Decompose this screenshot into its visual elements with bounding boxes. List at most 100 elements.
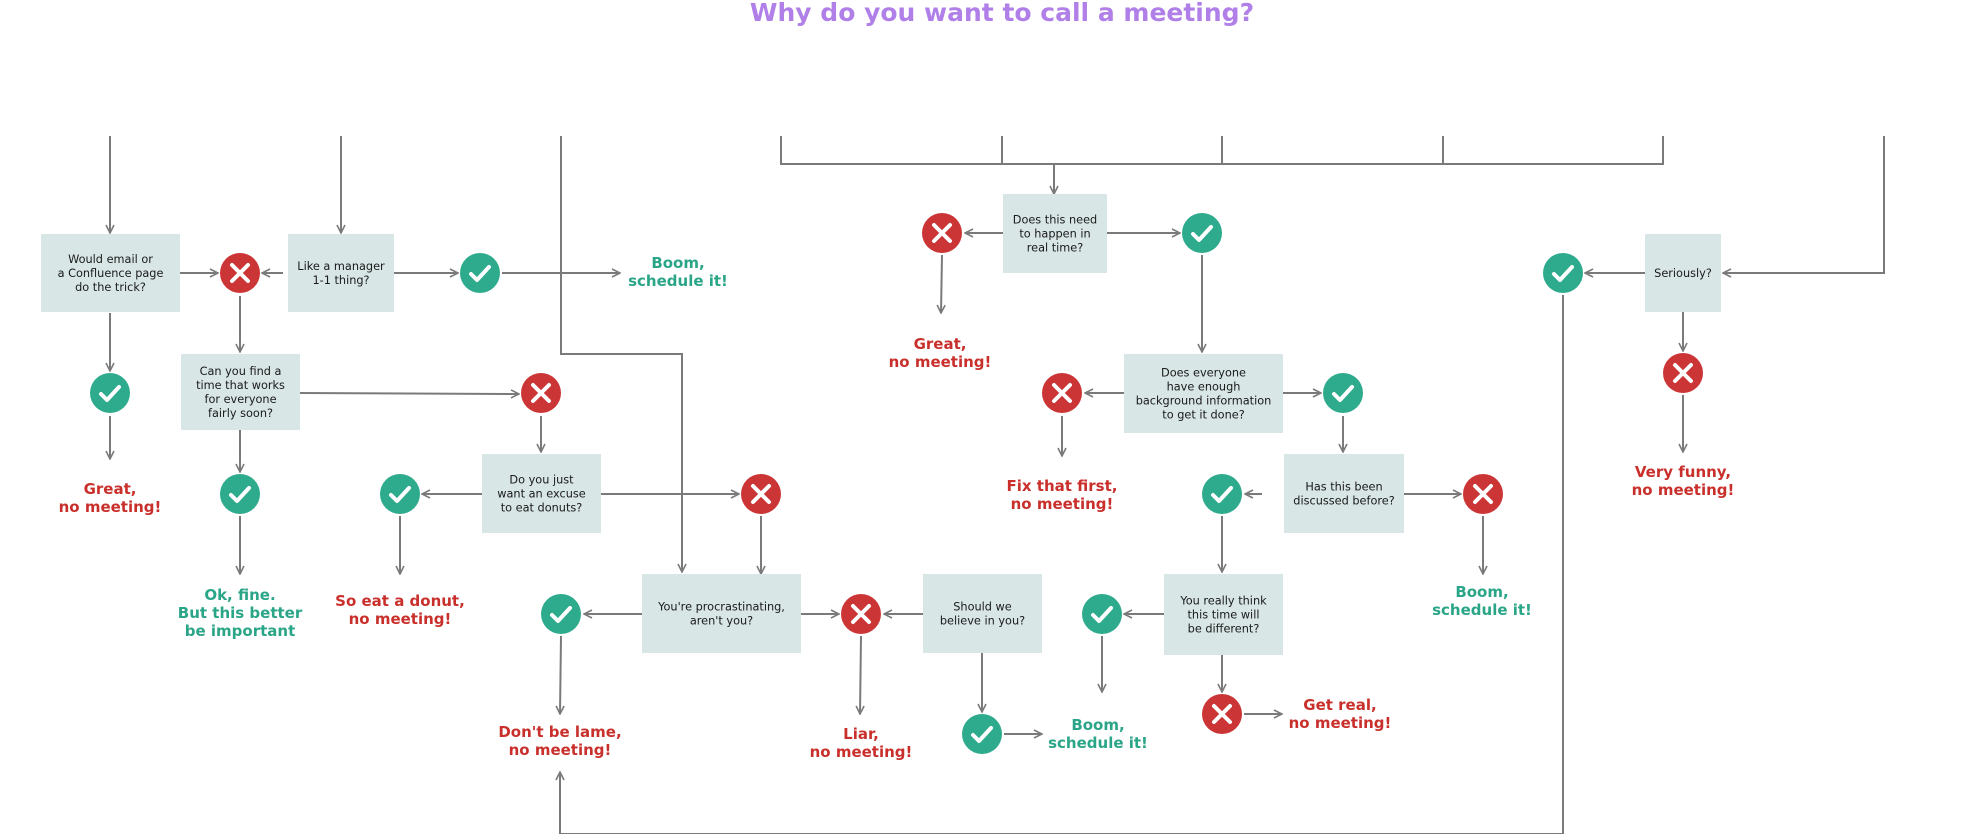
outcome-line: Boom, bbox=[1071, 716, 1124, 734]
cross-icon bbox=[1663, 353, 1703, 393]
outcome-line: no meeting! bbox=[889, 353, 992, 371]
connector-arrow bbox=[560, 635, 561, 714]
outcome-line: Boom, bbox=[651, 254, 704, 272]
outcome-line: be important bbox=[185, 622, 296, 640]
question-line: to happen in bbox=[1019, 228, 1090, 241]
chart-title: Why do you want to call a meeting? bbox=[750, 0, 1254, 27]
outcome-line: But this better bbox=[178, 604, 303, 622]
outcome-line: Liar, bbox=[843, 725, 879, 743]
outcome-line: So eat a donut, bbox=[335, 592, 465, 610]
cross-icon bbox=[521, 373, 561, 413]
cross-icon bbox=[1042, 373, 1082, 413]
question-line: do the trick? bbox=[75, 281, 146, 294]
question-line: Does everyone bbox=[1161, 367, 1246, 380]
outcome-line: no meeting! bbox=[1632, 481, 1735, 499]
outcome-line: no meeting! bbox=[1011, 495, 1114, 513]
check-icon bbox=[1202, 474, 1242, 514]
cross-icon bbox=[841, 594, 881, 634]
question-line: to get it done? bbox=[1162, 409, 1244, 422]
question-line: 1-1 thing? bbox=[312, 274, 369, 287]
question-line: a Confluence page bbox=[58, 267, 164, 280]
cross-icon bbox=[220, 253, 260, 293]
question-seriously: Seriously? bbox=[1645, 234, 1721, 312]
outcome-boom-3: Boom,schedule it! bbox=[1432, 583, 1532, 619]
outcome-line: Ok, fine. bbox=[204, 586, 275, 604]
question-line: have enough bbox=[1167, 381, 1241, 394]
outcome-line: Don't be lame, bbox=[498, 723, 621, 741]
check-icon bbox=[962, 714, 1002, 754]
question-line: background information bbox=[1136, 395, 1272, 408]
outcome-line: Get real, bbox=[1303, 696, 1376, 714]
outcome-lame: Don't be lame,no meeting! bbox=[498, 723, 621, 759]
connector-arrow bbox=[941, 254, 942, 313]
question-line: to eat donuts? bbox=[501, 502, 583, 515]
question-line: this time will bbox=[1188, 609, 1260, 622]
check-icon bbox=[460, 253, 500, 293]
question-line: Would email or bbox=[68, 253, 153, 266]
outcome-line: no meeting! bbox=[810, 743, 913, 761]
outcome-line: no meeting! bbox=[509, 741, 612, 759]
outcome-line: no meeting! bbox=[59, 498, 162, 516]
question-line: fairly soon? bbox=[208, 407, 273, 420]
check-icon bbox=[380, 474, 420, 514]
question-line: You really think bbox=[1179, 595, 1267, 608]
question-line: discussed before? bbox=[1293, 495, 1394, 508]
check-icon bbox=[220, 474, 260, 514]
outcome-great-2: Great,no meeting! bbox=[889, 335, 992, 371]
check-icon bbox=[1082, 594, 1122, 634]
cross-icon bbox=[1202, 694, 1242, 734]
outcome-funny: Very funny,no meeting! bbox=[1632, 463, 1735, 499]
question-line: Should we bbox=[953, 601, 1012, 614]
question-procrastinating: You're procrastinating,aren't you? bbox=[642, 574, 801, 653]
question-line: real time? bbox=[1027, 242, 1084, 255]
check-icon bbox=[1323, 373, 1363, 413]
outcome-line: Very funny, bbox=[1635, 463, 1731, 481]
question-line: for everyone bbox=[204, 393, 276, 406]
question-line: want an excuse bbox=[497, 488, 586, 501]
outcome-donut: So eat a donut,no meeting! bbox=[335, 592, 465, 628]
question-line: Like a manager bbox=[297, 260, 385, 273]
outcome-boom-2: Boom,schedule it! bbox=[1048, 716, 1148, 752]
check-icon bbox=[90, 373, 130, 413]
question-line: be different? bbox=[1188, 623, 1260, 636]
question-line: Do you just bbox=[509, 474, 574, 487]
question-line: You're procrastinating, bbox=[657, 601, 785, 614]
cross-icon bbox=[1463, 474, 1503, 514]
connector-arrow bbox=[299, 393, 519, 394]
question-line: aren't you? bbox=[690, 615, 753, 628]
outcome-line: schedule it! bbox=[628, 272, 728, 290]
cross-icon bbox=[922, 213, 962, 253]
outcome-get-real: Get real,no meeting! bbox=[1289, 696, 1392, 732]
question-line: Does this need bbox=[1013, 214, 1097, 227]
outcome-boom-1: Boom,schedule it! bbox=[628, 254, 728, 290]
connector-arrow bbox=[860, 635, 861, 714]
question-line: Seriously? bbox=[1654, 267, 1712, 280]
question-line: time that works bbox=[196, 379, 285, 392]
outcome-line: Fix that first, bbox=[1007, 477, 1118, 495]
outcome-line: no meeting! bbox=[349, 610, 452, 628]
outcome-great-1: Great,no meeting! bbox=[59, 480, 162, 516]
check-icon bbox=[541, 594, 581, 634]
question-line: believe in you? bbox=[940, 615, 1025, 628]
outcome-line: no meeting! bbox=[1289, 714, 1392, 732]
outcome-liar: Liar,no meeting! bbox=[810, 725, 913, 761]
connector-arrow bbox=[560, 295, 1564, 834]
outcome-line: Boom, bbox=[1455, 583, 1508, 601]
outcome-line: schedule it! bbox=[1048, 734, 1148, 752]
outcome-line: Great, bbox=[914, 335, 967, 353]
check-icon bbox=[1182, 213, 1222, 253]
check-icon bbox=[1543, 253, 1583, 293]
question-line: Can you find a bbox=[200, 365, 282, 378]
connector-arrow bbox=[560, 136, 682, 572]
